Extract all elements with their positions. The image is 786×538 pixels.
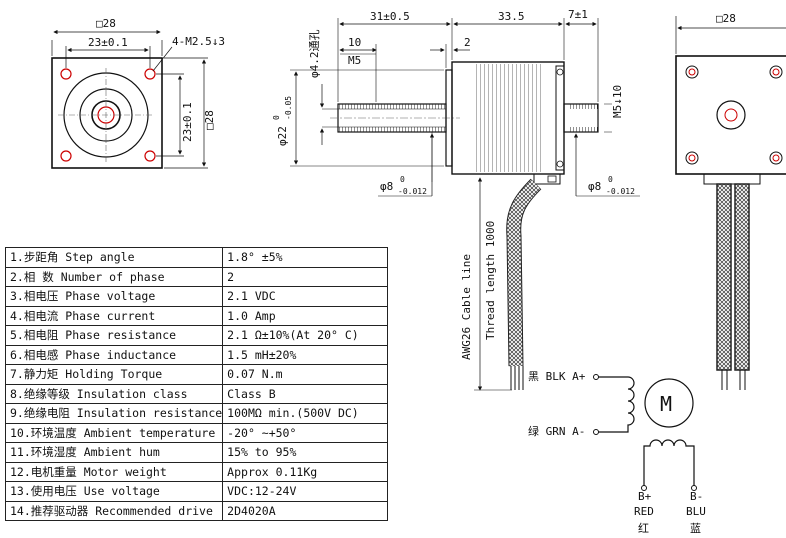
flange-dim: 2 — [464, 36, 471, 49]
boss-tol-upper: 0 — [272, 115, 281, 120]
front-hole-spacing-v: 23±0.1 — [181, 102, 194, 142]
wire-b-minus-cn: 蓝 — [690, 522, 701, 535]
rear-dim: 7±1 — [568, 8, 588, 21]
mount-hole — [60, 150, 72, 162]
spec-value: 100MΩ min.(500V DC) — [222, 403, 389, 424]
spec-value: 0.07 N.m — [222, 364, 389, 385]
wire-a-minus: 绿 GRN A- — [528, 424, 585, 438]
spec-label: 13.使用电压 Use voltage — [4, 481, 224, 502]
front-hole-spacing-h: 23±0.1 — [88, 36, 128, 49]
rear-shaft-tol-lower: -0.012 — [606, 187, 635, 196]
mount-hole — [144, 68, 156, 80]
spec-label: 6.相电感 Phase inductance — [4, 344, 224, 365]
thread-length-dim: 10 — [348, 36, 361, 49]
spec-value: 1.0 Amp — [222, 305, 389, 326]
spec-label: 5.相电阻 Phase resistance — [4, 325, 224, 346]
mount-hole — [60, 68, 72, 80]
motor-symbol — [644, 378, 694, 428]
rear-shaft-tol-upper: 0 — [608, 175, 613, 184]
spec-value: -20° ~+50° — [222, 422, 389, 443]
thread-dim: M5 — [348, 54, 361, 67]
rear-width-dim: □28 — [716, 12, 736, 25]
boss-dim: φ22 — [276, 126, 289, 146]
spec-label: 2.相 数 Number of phase — [4, 266, 224, 287]
spec-value: 1.8° ±5% — [222, 247, 389, 268]
side-view: 31±0.5 33.5 7±1 10 M5 2 φ4.2通孔 φ22 0 -0.… — [272, 8, 640, 391]
length-dim: 33.5 — [498, 10, 525, 23]
spec-label: 14.推荐驱动器 Recommended drive — [4, 500, 224, 521]
front-shaft-tol-upper: 0 — [400, 175, 405, 184]
boss-tol-lower: -0.05 — [284, 96, 293, 120]
rear-thread-dim: M5↓10 — [611, 85, 624, 118]
front-shaft-tol-lower: -0.012 — [398, 187, 427, 196]
spec-label: 11.环境湿度 Ambient hum — [4, 442, 224, 463]
wire-b-plus-color: RED — [634, 505, 654, 518]
hole-note: 4-M2.5↓3 — [172, 35, 225, 48]
wire-a-plus: 黑 BLK A+ — [528, 370, 586, 383]
spec-label: 1.步距角 Step angle — [4, 247, 224, 268]
wire-b-plus-cn: 红 — [638, 522, 649, 535]
spec-value: VDC:12-24V — [222, 481, 389, 502]
cable-label: AWG26 Cable line — [460, 254, 473, 360]
spec-label: 12.电机重量 Motor weight — [4, 461, 224, 482]
front-flange — [51, 57, 163, 169]
spec-value: 2D4020A — [222, 500, 389, 521]
spec-value: 2 — [222, 266, 389, 287]
motor-symbol-label: M — [660, 392, 672, 416]
rear-view: □28 — [675, 12, 786, 390]
coil-b — [643, 439, 695, 486]
spec-label: 7.静力矩 Holding Torque — [4, 364, 224, 385]
front-height-dim: □28 — [203, 110, 216, 130]
spec-label: 4.相电流 Phase current — [4, 305, 224, 326]
front-view: □28 23±0.1 4-M2.5↓3 23±0.1 □28 — [51, 17, 225, 169]
spec-label: 9.绝缘电阻 Insulation resistance — [4, 403, 224, 424]
spec-value: 1.5 mH±20% — [222, 344, 389, 365]
wire-b-minus-color: BLU — [686, 505, 706, 518]
spec-label: 8.绝缘等级 Insulation class — [4, 383, 224, 404]
body-dim: 31±0.5 — [370, 10, 410, 23]
through-hole-dim: φ4.2通孔 — [308, 30, 321, 79]
spec-value: 2.1 VDC — [222, 286, 389, 307]
spec-label: 3.相电压 Phase voltage — [4, 286, 224, 307]
spec-value: 2.1 Ω±10%(At 20° C) — [222, 325, 389, 346]
spec-value: Approx 0.11Kg — [222, 461, 389, 482]
rear-shaft-dim: φ8 — [588, 180, 601, 193]
spec-value: Class B — [222, 383, 389, 404]
spec-row: 10.环境温度 Ambient temperature-20° ~+50° — [4, 422, 389, 443]
spec-value: 15% to 95% — [222, 442, 389, 463]
mount-hole — [144, 150, 156, 162]
wiring-diagram: 黑 BLK A+ 绿 GRN A- M B+ RED 红 B- BLU 蓝 — [528, 370, 706, 535]
coil-a — [598, 376, 635, 433]
front-width-dim: □28 — [96, 17, 116, 30]
cable-length-label: Thread length 1000 — [484, 221, 497, 340]
wire-b-minus: B- — [690, 490, 703, 503]
front-shaft-dim: φ8 — [380, 180, 393, 193]
spec-label: 10.环境温度 Ambient temperature — [4, 422, 224, 443]
wire-b-plus: B+ — [638, 490, 652, 503]
